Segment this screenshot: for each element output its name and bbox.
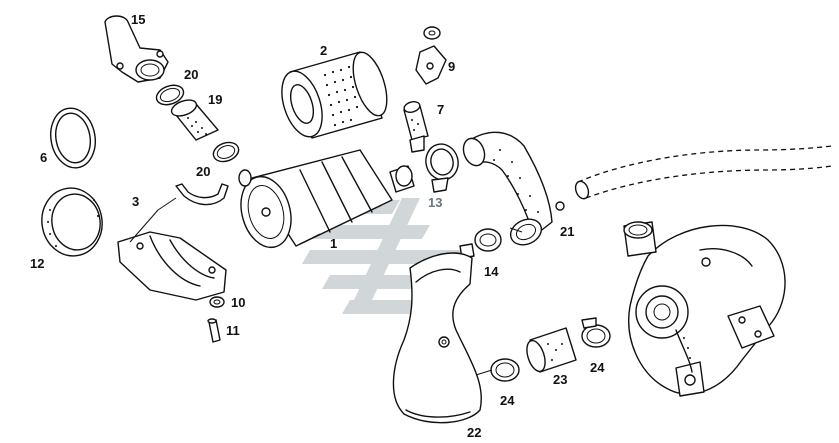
filter-band-part-12 (41, 187, 103, 257)
clamp-part-13 (425, 143, 459, 193)
clamp-part-24-left (490, 358, 520, 382)
callout-22: 22 (467, 425, 481, 440)
nut-part-10 (209, 296, 225, 308)
callout-11: 11 (226, 323, 240, 338)
filter-housing-part-1 (238, 149, 415, 249)
callout-20-lower: 20 (196, 164, 210, 179)
callout-20-upper: 20 (184, 67, 198, 82)
clamp-part-20-lower (212, 141, 240, 163)
clamp-part-20-upper (155, 84, 185, 106)
callout-labels: 1 2 3 6 7 9 10 11 12 13 14 15 19 20 20 2… (30, 12, 605, 440)
callout-24-left: 24 (500, 393, 515, 408)
callout-15: 15 (131, 12, 145, 27)
callout-19: 19 (208, 92, 222, 107)
clamp-part-14 (459, 228, 502, 259)
callout-21: 21 (560, 224, 574, 239)
turbocharger (623, 221, 786, 397)
pin-part-11 (207, 318, 221, 343)
filter-element-part-2 (281, 51, 388, 139)
clip-part-9 (415, 26, 447, 85)
dashed-pipe (574, 145, 833, 200)
callout-24-right: 24 (590, 360, 605, 375)
callout-12: 12 (30, 256, 44, 271)
duct-part-22 (392, 252, 482, 424)
hose-end-part-21 (509, 201, 565, 246)
clamp-part-24-right (581, 317, 611, 348)
valve-part-7 (403, 101, 429, 153)
gasket-ring-part-6 (50, 107, 96, 169)
hose-upper (462, 131, 553, 237)
callout-13: 13 (428, 195, 442, 210)
bracket-part-3 (117, 183, 229, 301)
callout-6: 6 (40, 150, 47, 165)
callout-3: 3 (132, 194, 139, 209)
callout-10: 10 (231, 295, 245, 310)
hose-part-19 (170, 99, 219, 141)
callout-1: 1 (330, 236, 337, 251)
sleeve-part-23 (526, 327, 577, 373)
watermark-logo (302, 198, 462, 314)
callout-2: 2 (320, 43, 327, 58)
callout-9: 9 (448, 59, 455, 74)
callout-7: 7 (437, 102, 444, 117)
leader-lines (129, 197, 523, 376)
callout-23: 23 (553, 372, 567, 387)
intake-elbow-part-15 (104, 15, 169, 83)
callout-14: 14 (484, 264, 499, 279)
